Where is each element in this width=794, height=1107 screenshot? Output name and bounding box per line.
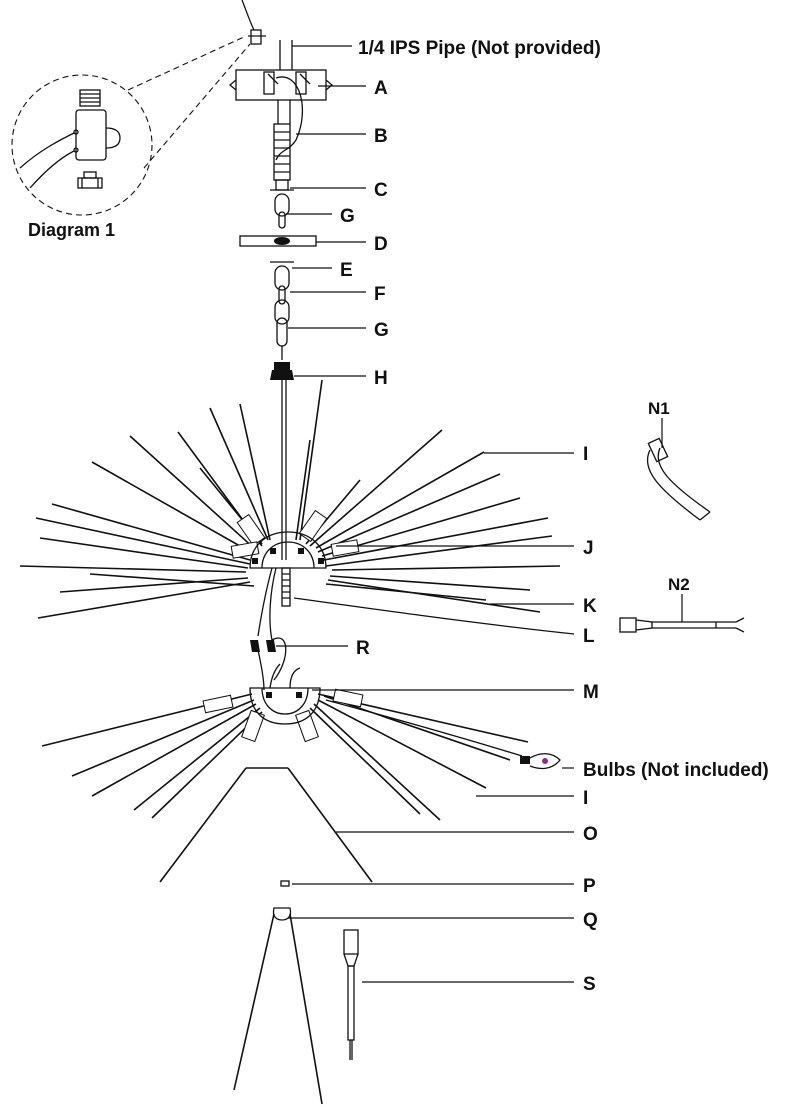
label-f: F (374, 284, 386, 305)
leader-lines (276, 45, 683, 983)
label-n2: N2 (668, 575, 690, 594)
lower-rods (41, 693, 529, 821)
labels: 1/4 IPS Pipe (Not provided) Diagram 1 A … (28, 38, 769, 995)
label-b: B (374, 126, 388, 147)
stem-s (343, 929, 359, 1060)
frame-o (159, 767, 373, 883)
threaded-rod (281, 567, 291, 607)
label-o: O (583, 824, 598, 845)
lower-sockets (202, 688, 364, 743)
bulb (325, 699, 561, 770)
label-i-upper: I (583, 444, 588, 465)
chain-lower (270, 261, 294, 360)
part-n1 (646, 437, 711, 521)
canopy-plate (239, 235, 317, 247)
label-h: H (374, 368, 388, 389)
label-s: S (583, 974, 596, 995)
label-e: E (340, 260, 353, 281)
label-q: Q (583, 910, 598, 931)
label-c: C (374, 180, 388, 201)
label-p: P (583, 876, 596, 897)
pin-p (280, 880, 290, 887)
detail-circle (11, 35, 251, 216)
label-k: K (583, 596, 597, 617)
label-i-lower: I (583, 788, 588, 809)
label-g-upper: G (340, 206, 355, 227)
detail-label: Diagram 1 (28, 220, 115, 240)
label-d: D (374, 234, 388, 255)
part-n2 (619, 617, 745, 633)
mounting-bracket (228, 69, 334, 161)
wire-nuts (250, 567, 287, 691)
label-j: J (583, 538, 594, 559)
label-l: L (583, 626, 595, 647)
bulbs-label: Bulbs (Not included) (583, 760, 769, 781)
label-r: R (356, 638, 370, 659)
pipe-label: 1/4 IPS Pipe (Not provided) (358, 38, 601, 59)
label-g-lower: G (374, 320, 389, 341)
label-n1: N1 (648, 399, 670, 418)
label-m: M (583, 682, 599, 703)
loop-fitting (270, 362, 294, 560)
upper-hub (249, 531, 327, 569)
ceiling-pipe (241, 0, 293, 70)
chain-upper (270, 179, 294, 229)
label-a: A (374, 78, 388, 99)
lower-hub (249, 663, 321, 725)
frame-q (233, 907, 323, 1105)
